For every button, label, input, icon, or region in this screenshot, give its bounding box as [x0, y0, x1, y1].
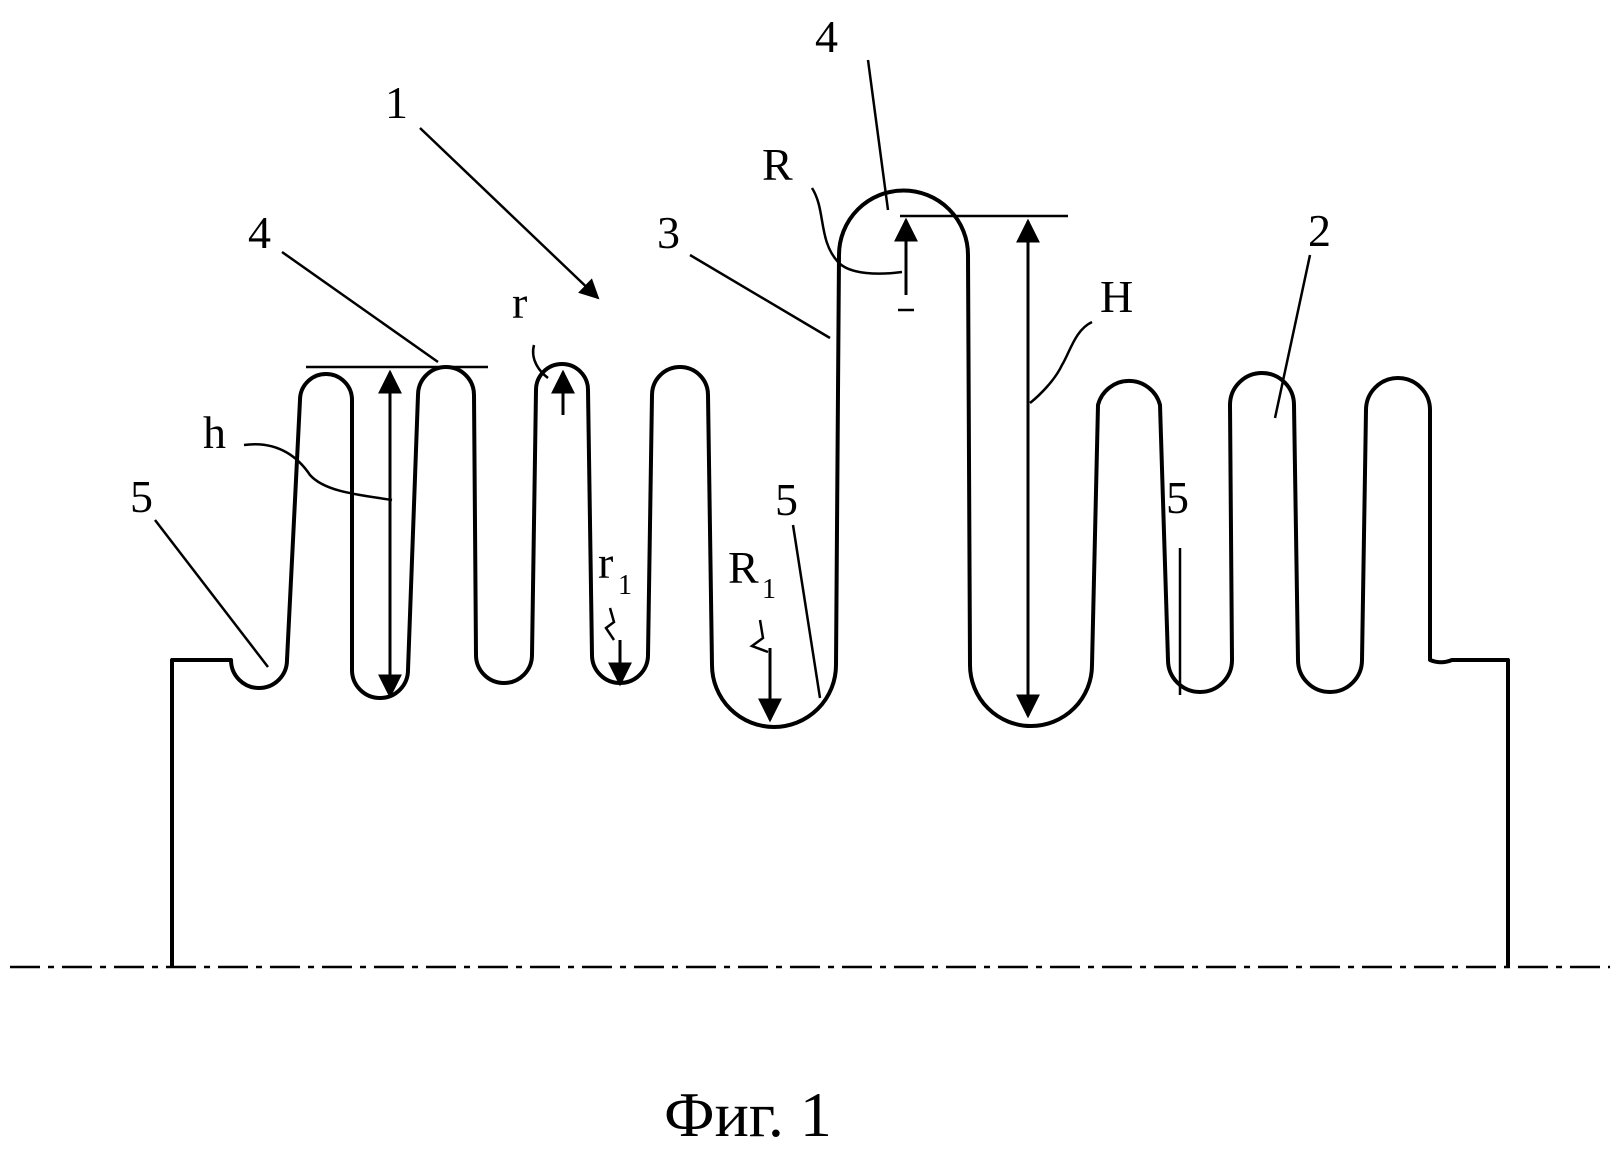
leader-5-left [155, 520, 268, 667]
label-h: h [203, 407, 226, 458]
leader-1 [420, 128, 598, 298]
leader-3 [690, 255, 830, 338]
figure-caption: Фиг. 1 [664, 1079, 832, 1150]
label-1: 1 [385, 77, 408, 128]
label-R1-sub: 1 [762, 574, 776, 605]
leader-4-left [282, 252, 438, 362]
label-4-right: 4 [815, 11, 838, 62]
label-2: 2 [1308, 205, 1331, 256]
label-r1-sub: 1 [618, 570, 632, 601]
label-5-left: 5 [130, 471, 153, 522]
leader-R [812, 188, 902, 274]
label-r: r [512, 277, 527, 328]
label-3: 3 [657, 207, 680, 258]
leader-5-mid [793, 525, 820, 698]
label-5-mid: 5 [775, 474, 798, 525]
leader-r1 [606, 608, 614, 640]
leader-H [1030, 322, 1092, 403]
bellows-profile [172, 191, 1508, 968]
label-R: R [762, 139, 793, 190]
label-4-left: 4 [248, 207, 271, 258]
label-R1: R [728, 542, 759, 593]
leader-h [244, 444, 392, 500]
leader-4-right [868, 60, 888, 210]
label-r1: r [598, 537, 613, 588]
label-H: H [1100, 271, 1133, 322]
leader-R1 [752, 620, 768, 652]
label-5-right: 5 [1166, 472, 1189, 523]
